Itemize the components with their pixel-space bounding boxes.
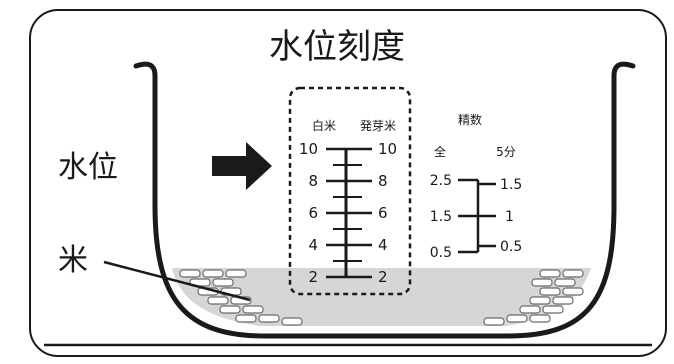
germinated-rice-header: 発芽米 — [360, 119, 396, 133]
white-rice-tick-label: 4 — [308, 236, 318, 254]
germinated-rice-tick-label: 4 — [378, 236, 388, 254]
white-rice-tick-label: 6 — [308, 204, 318, 222]
pot-outline — [133, 61, 636, 339]
diagram-title: 水位刻度 — [269, 27, 405, 67]
white-rice-tick-label: 10 — [299, 140, 318, 158]
porridge-half-tick-label: 1 — [505, 209, 514, 225]
porridge-header: 精数 — [458, 112, 482, 127]
porridge-full-tick-label: 1.5 — [430, 209, 452, 225]
rice-grains-left — [179, 269, 303, 326]
white-rice-tick-label: 8 — [308, 172, 318, 190]
rice-mass — [172, 268, 591, 326]
scale-dashed-box — [288, 86, 412, 296]
rice-grains-right — [483, 269, 584, 326]
porridge-full-tick-label: 0.5 — [430, 245, 452, 261]
rice-label: 米 — [58, 243, 88, 278]
porridge-half-header: 5分 — [496, 145, 516, 159]
porridge-full-header: 全 — [434, 144, 446, 159]
germinated-rice-tick-label: 10 — [378, 140, 397, 158]
germinated-rice-tick-label: 8 — [378, 172, 388, 190]
porridge-half-tick-label: 1.5 — [500, 177, 522, 193]
right-arrow-icon — [212, 142, 272, 190]
outer-frame — [29, 9, 667, 357]
porridge-half-tick-label: 0.5 — [500, 239, 522, 255]
white-rice-tick-label: 2 — [308, 268, 318, 286]
rice-scale-minor-ticks — [333, 164, 362, 262]
porridge-full-tick-label: 2.5 — [430, 173, 452, 189]
water-level-label: 水位 — [58, 150, 118, 185]
germinated-rice-tick-label: 2 — [378, 268, 388, 286]
white-rice-header: 白米 — [312, 118, 336, 133]
porridge-scale — [458, 178, 496, 254]
rice-pointer-line — [103, 260, 251, 302]
germinated-rice-tick-label: 6 — [378, 204, 388, 222]
rice-scale-major-ticks — [326, 147, 372, 279]
